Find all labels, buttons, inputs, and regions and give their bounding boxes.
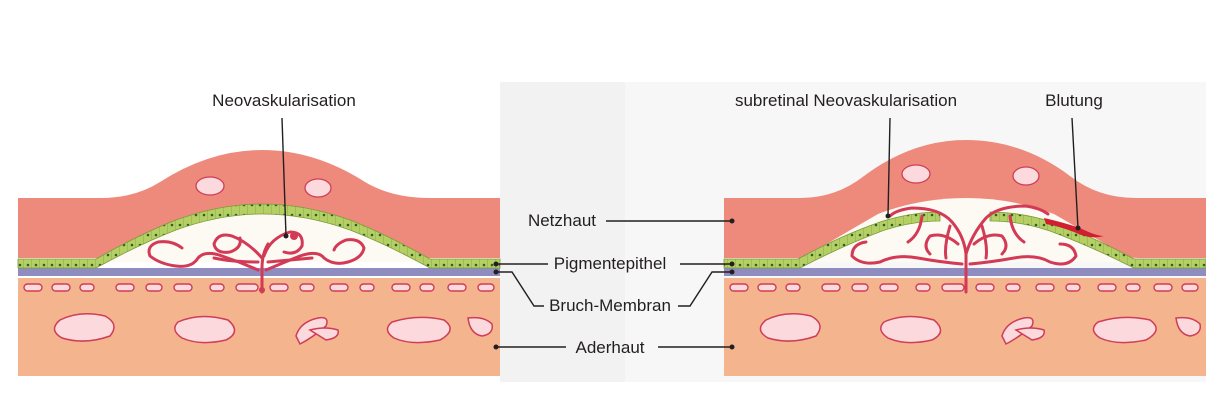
retina-label: Netzhaut: [528, 211, 596, 230]
leader-dot: [730, 262, 735, 267]
leader-dot: [1076, 226, 1081, 231]
left-panel: Neovaskularisation: [18, 91, 500, 376]
leader-dot: [284, 234, 289, 239]
bruch-membrane-label: Bruch-Membran: [549, 296, 671, 315]
leader-dot: [730, 270, 735, 275]
neovascularisation-label: Neovaskularisation: [212, 91, 356, 110]
bleeding-label: Blutung: [1045, 91, 1103, 110]
vessel-node: [290, 232, 298, 240]
leader-dot: [494, 262, 499, 267]
subretinal-neovascularisation-label: subretinal Neovaskularisation: [735, 91, 957, 110]
retina-cell: [196, 177, 224, 195]
leader-dot: [494, 270, 499, 275]
retina-cell: [305, 179, 331, 197]
pigment-epithelium-label: Pigmentepithel: [554, 254, 666, 273]
leader-dot: [494, 345, 499, 350]
retina-cell: [902, 165, 930, 183]
choroid-label: Aderhaut: [576, 338, 645, 357]
leader-dot: [730, 219, 735, 224]
retina-cell: [1013, 167, 1039, 185]
background-page-shadow: [500, 82, 625, 382]
leader-dot: [886, 214, 891, 219]
vessel-node: [259, 287, 265, 293]
leader-dot: [730, 345, 735, 350]
